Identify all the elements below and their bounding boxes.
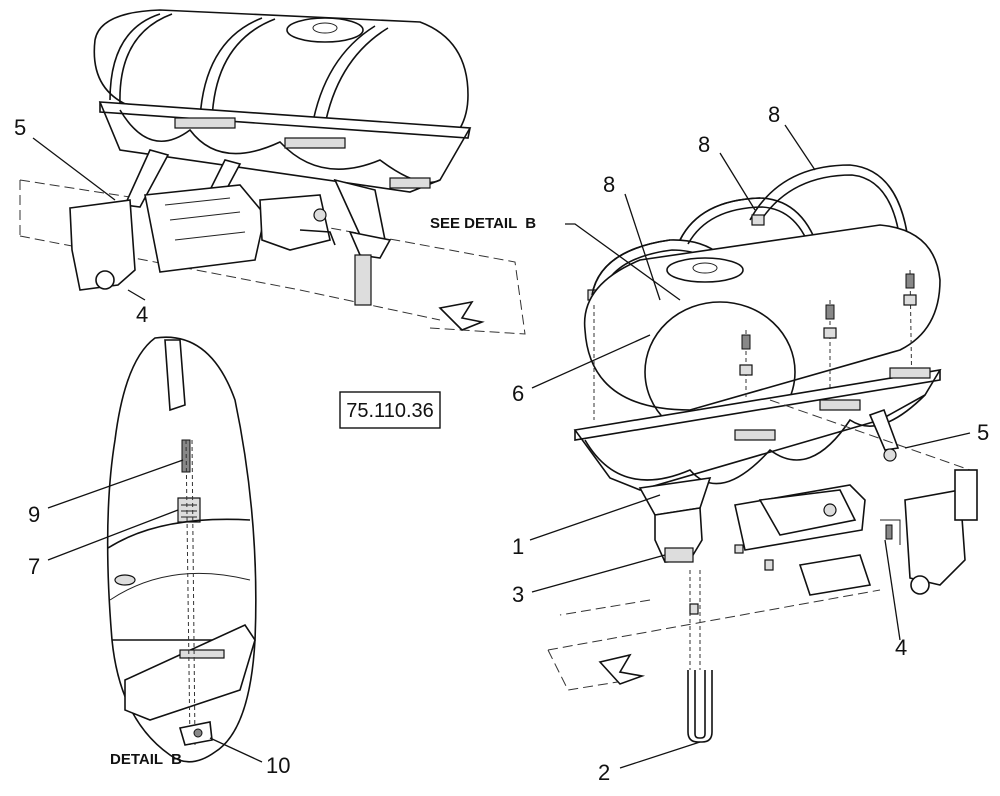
exploded-tank-view [547,164,978,743]
reference-number: 75.110.36 [346,400,434,422]
left-frame-bracket [69,199,136,291]
callout-7: 7 [28,554,40,579]
detail-b-view [106,336,257,763]
detail-b-label: DETAIL B [110,751,182,768]
callout-4-right: 4 [895,635,907,660]
callout-9: 9 [28,502,40,527]
right-frame-bracket [904,489,966,586]
callout-5-right: 5 [977,420,989,445]
callout-6: 6 [512,381,524,406]
clamp-7 [177,497,201,523]
callout-3: 3 [512,582,524,607]
direction-chevron-left [438,300,485,331]
direction-chevron-right [598,653,646,685]
callout-8-c: 8 [768,102,780,127]
leader-lines [32,124,971,769]
callout-labels: 5 4 8 8 8 6 5 1 3 4 2 9 7 10 SEE DETAIL … [14,102,989,785]
see-detail-b-label: SEE DETAIL B [430,215,536,232]
callout-2: 2 [598,760,610,785]
callout-8-b: 8 [698,132,710,157]
tank-strap-8-c [749,164,911,261]
callout-8-a: 8 [603,172,615,197]
strap-bolts [739,273,917,376]
callout-1: 1 [512,534,524,559]
u-bolt-2 [687,670,713,743]
assembled-tank-body [93,9,469,156]
callout-5-left: 5 [14,115,26,140]
callout-4-left: 4 [136,302,148,327]
callout-10: 10 [266,753,290,778]
reference-box [339,391,441,429]
assembled-tank-view [19,9,526,335]
